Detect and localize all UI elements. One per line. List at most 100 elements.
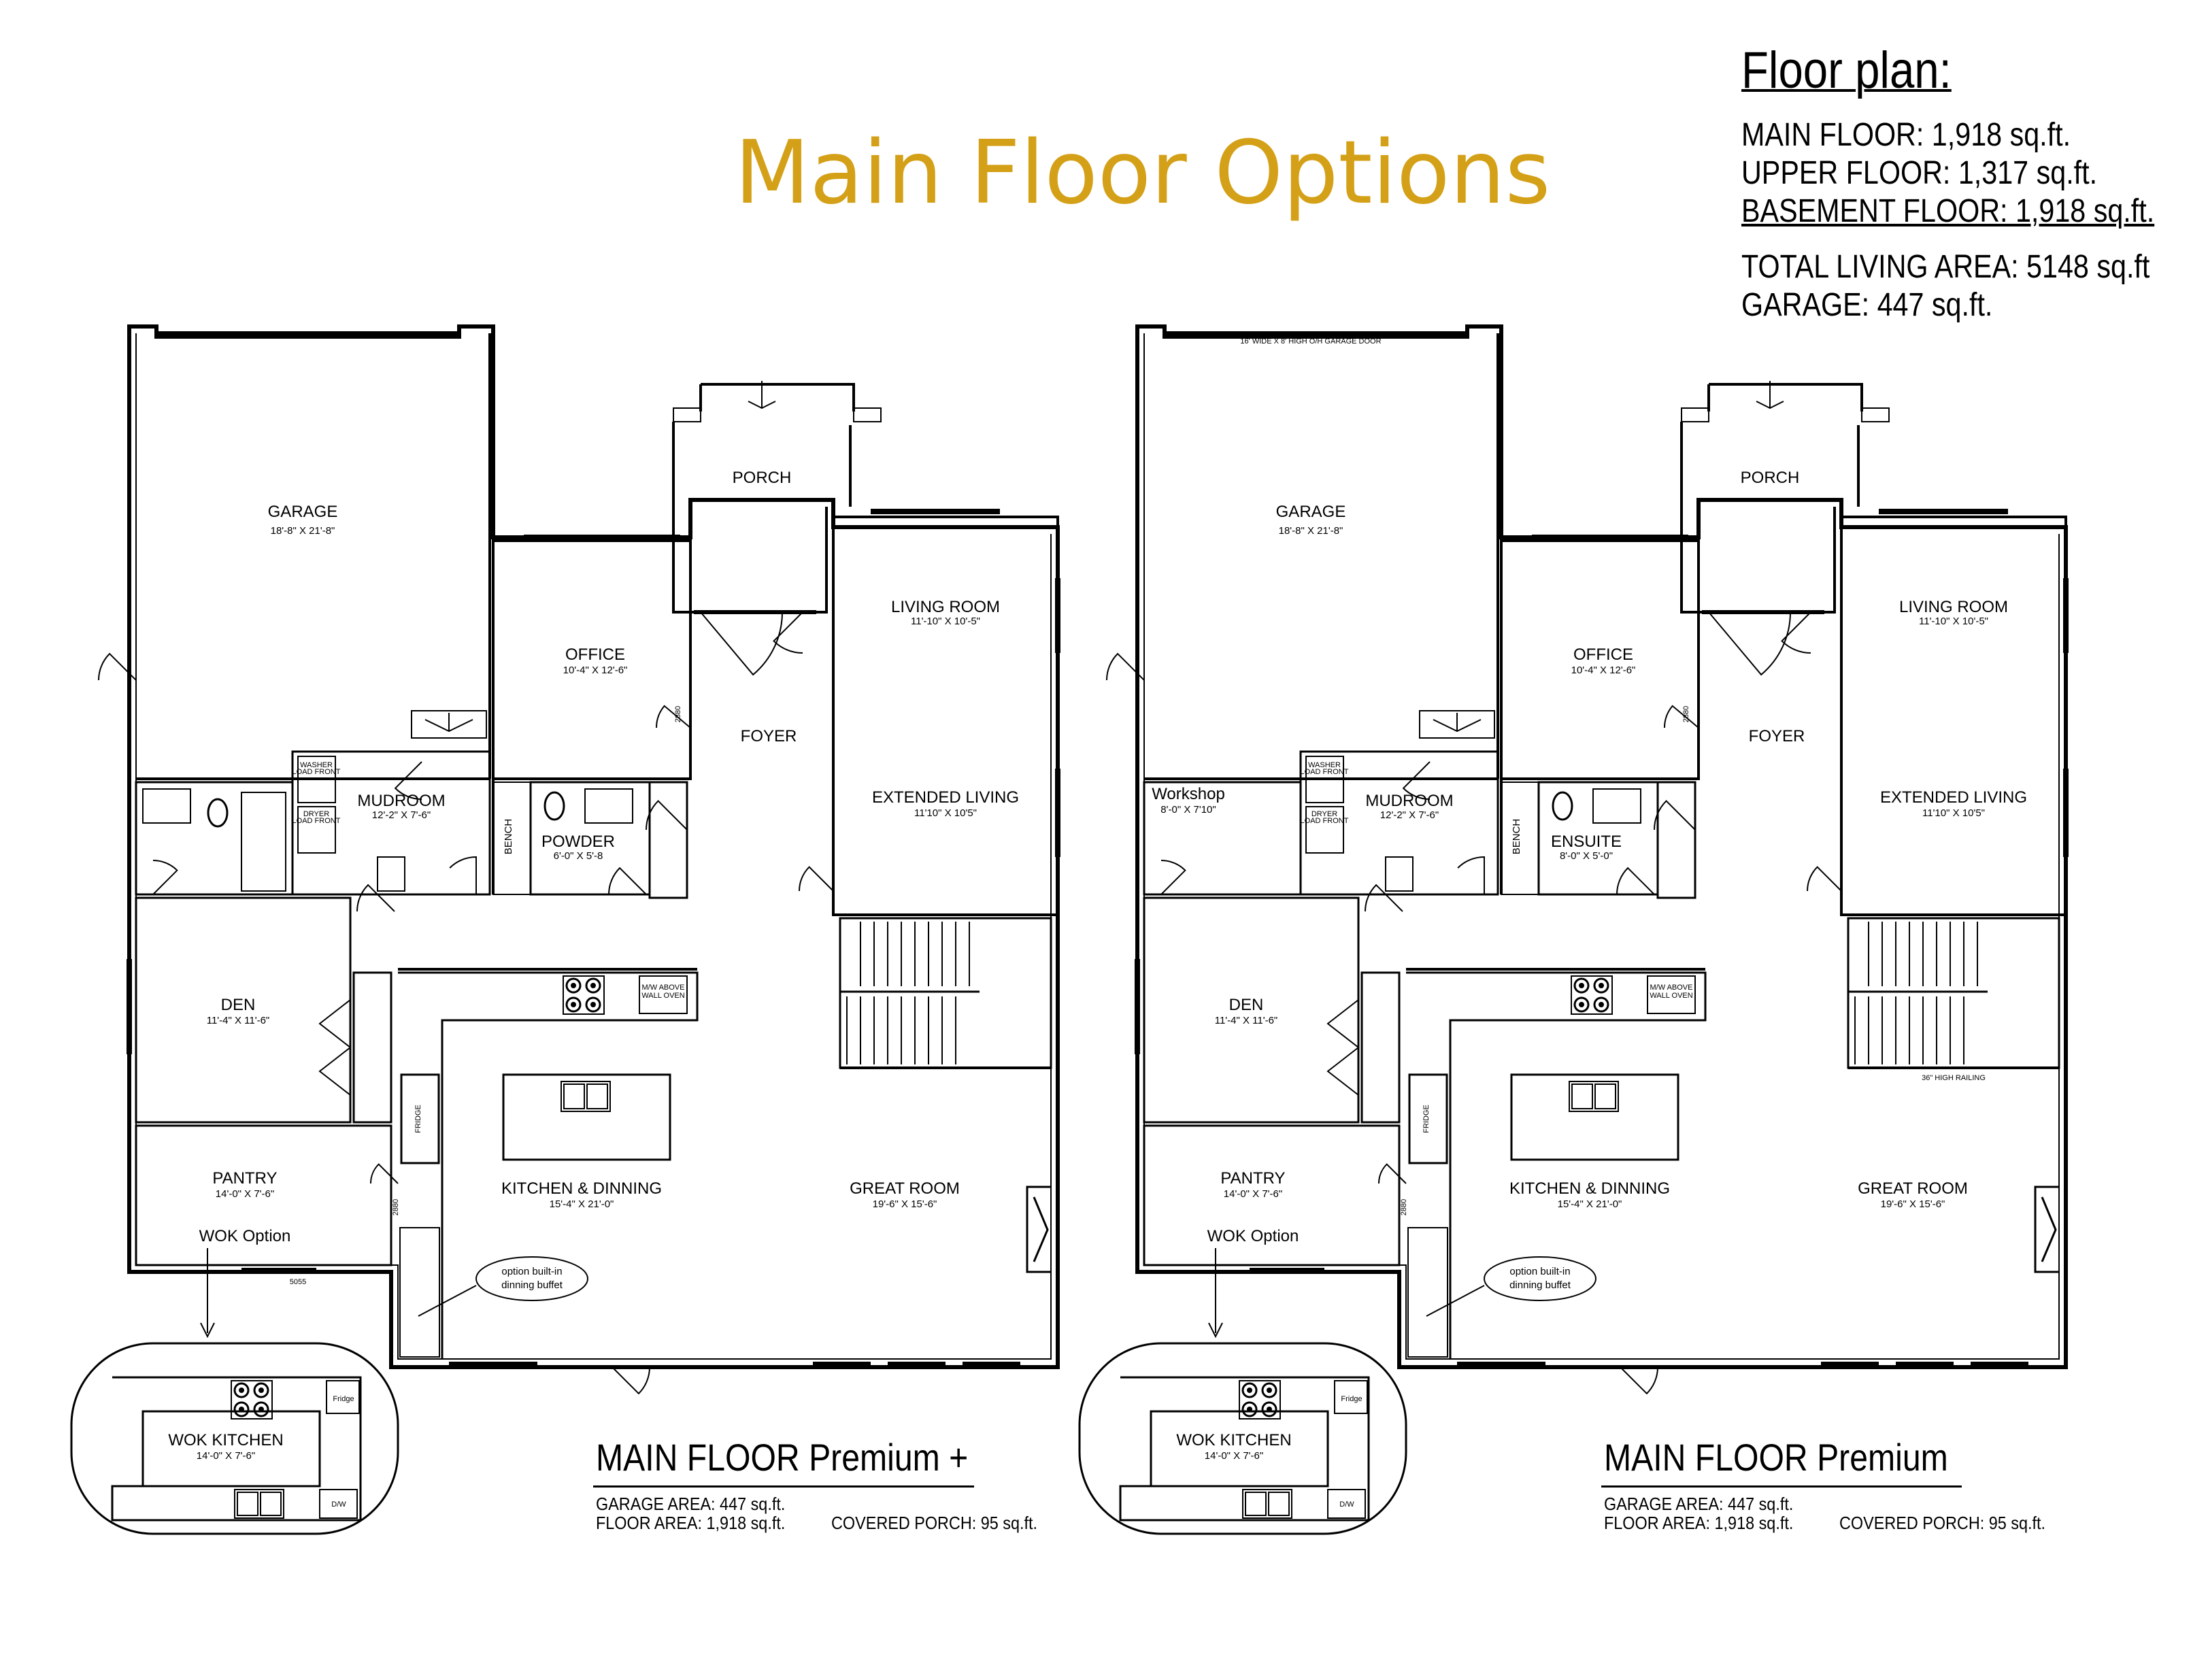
buffet-label: option built-in xyxy=(1509,1266,1570,1277)
buffet-callout xyxy=(1484,1256,1596,1301)
toilet xyxy=(543,791,565,821)
plan-caption-premium: MAIN FLOOR Premium xyxy=(1604,1436,1948,1479)
info-upper-floor: UPPER FLOOR: 1,317 sq.ft. xyxy=(1741,155,2098,191)
wok-fridge xyxy=(1334,1380,1368,1414)
burner xyxy=(1573,977,1590,994)
burner xyxy=(1267,1388,1272,1393)
bath xyxy=(1537,781,1659,896)
wok-dishwasher xyxy=(1327,1489,1366,1519)
bath-dim: 6'-0" X 5'-8 xyxy=(554,850,603,862)
burner xyxy=(1593,996,1609,1013)
dishwasher-label: D/W xyxy=(1339,1500,1354,1509)
garage-door-note: 16' WIDE X 8' HIGH O/H GARAGE DOOR xyxy=(1240,337,1381,346)
porch-area: COVERED PORCH: 95 sq.ft. xyxy=(1839,1513,2045,1533)
burner xyxy=(565,996,582,1013)
island xyxy=(502,1073,671,1161)
step-arrow xyxy=(1433,713,1482,733)
dryer-label: LOAD FRONT xyxy=(1301,817,1349,825)
den-closet xyxy=(1360,971,1401,1124)
sink-basin xyxy=(237,1492,258,1516)
den-entry-door xyxy=(356,884,395,912)
plan-stats-premium-plus: GARAGE AREA: 447 sq.ft. FLOOR AREA: 1,91… xyxy=(596,1494,785,1532)
living-dim: 11'-10" X 10'-5" xyxy=(911,616,980,627)
burner xyxy=(1593,977,1609,994)
burner xyxy=(1579,1002,1584,1007)
bath-door xyxy=(1616,867,1655,895)
mudroom-door xyxy=(1402,761,1431,800)
wok-kitchen-dim: 14'-0" X 7'-6" xyxy=(197,1450,255,1462)
burner xyxy=(1599,983,1604,988)
burner xyxy=(590,1002,596,1007)
porch-wall xyxy=(1680,422,1836,614)
sink-basin xyxy=(260,1492,282,1516)
wall-oven-label: WALL OVEN xyxy=(1650,992,1692,1000)
great-room-label: GREAT ROOM xyxy=(850,1179,960,1198)
garage-label: GARAGE xyxy=(268,503,338,521)
foyer-label: FOYER xyxy=(741,727,797,745)
caption-underline xyxy=(593,1485,974,1488)
step xyxy=(1419,710,1495,739)
toilet xyxy=(207,798,229,828)
front-door-leaf xyxy=(773,611,803,654)
laundry-sink xyxy=(377,856,405,892)
living-label: LIVING ROOM xyxy=(1899,598,2008,616)
burner xyxy=(233,1382,250,1398)
kitchen-counter xyxy=(398,971,699,1359)
pantry-dim: 14'-0" X 7'-6" xyxy=(1224,1188,1282,1200)
den-bifold-door xyxy=(318,999,351,1096)
mudroom-dim: 12'-2" X 7'-6" xyxy=(372,809,431,821)
wok-dishwasher xyxy=(319,1489,358,1519)
bench-label: BENCH xyxy=(1511,819,1522,855)
sink-basin xyxy=(586,1083,608,1109)
post xyxy=(673,407,701,422)
dishwasher-label: D/W xyxy=(331,1500,346,1509)
washer-label: LOAD FRONT xyxy=(292,768,341,776)
burner xyxy=(1241,1382,1258,1398)
wok-kitchen-dim: 14'-0" X 7'-6" xyxy=(1205,1450,1263,1462)
door-size: 2880 xyxy=(392,1199,400,1215)
burner xyxy=(1241,1401,1258,1417)
den xyxy=(1143,896,1360,1124)
porch-wall xyxy=(672,422,828,614)
kitchen-dim: 15'-4" X 21'-0" xyxy=(550,1198,614,1210)
bath-door xyxy=(608,867,647,895)
dryer-label: DRYER xyxy=(1311,810,1337,818)
extended-living-dim: 11'10" X 10'5" xyxy=(1922,807,1985,819)
mudroom-door xyxy=(394,761,422,800)
den-dim: 11'-4" X 11'-6" xyxy=(207,1015,270,1026)
callout-leader xyxy=(1426,1285,1485,1317)
wok-arrow-head xyxy=(1208,1322,1223,1339)
dryer-label: LOAD FRONT xyxy=(292,817,341,825)
exterior-wall xyxy=(1135,324,2068,1369)
dryer-label: DRYER xyxy=(303,810,329,818)
wok-arrow-head xyxy=(200,1322,215,1339)
floor-area: FLOOR AREA: 1,918 sq.ft. xyxy=(596,1513,786,1533)
workshop-label: Workshop xyxy=(1152,785,1225,803)
buffet xyxy=(1407,1227,1448,1358)
callout-leader xyxy=(418,1285,477,1317)
bath-dim: 8'-0" X 5'-0" xyxy=(1560,850,1613,862)
stairs xyxy=(839,917,1052,1069)
garage-dim: 18'-8" X 21'-8" xyxy=(271,525,335,537)
wok-fridge-label: Fridge xyxy=(1341,1395,1362,1403)
great-room-label: GREAT ROOM xyxy=(1858,1179,1968,1198)
page-title: Main Floor Options xyxy=(735,122,1551,224)
office-label: OFFICE xyxy=(1573,645,1633,664)
burner xyxy=(253,1382,269,1398)
wok-fridge xyxy=(326,1380,360,1414)
exterior-wall xyxy=(127,324,1060,1369)
porch-roof xyxy=(1707,383,1863,411)
garage-label: GARAGE xyxy=(1276,503,1346,521)
bath-label: POWDER xyxy=(541,833,615,851)
buffet xyxy=(399,1227,440,1358)
rear-door xyxy=(1620,1366,1658,1395)
wall-oven-label: WALL OVEN xyxy=(641,992,684,1000)
wok-cooktop xyxy=(1239,1380,1281,1419)
porch-area: COVERED PORCH: 95 sq.ft. xyxy=(831,1513,1037,1533)
burner xyxy=(1579,983,1584,988)
burner xyxy=(1261,1401,1277,1417)
vanity xyxy=(1592,788,1641,824)
